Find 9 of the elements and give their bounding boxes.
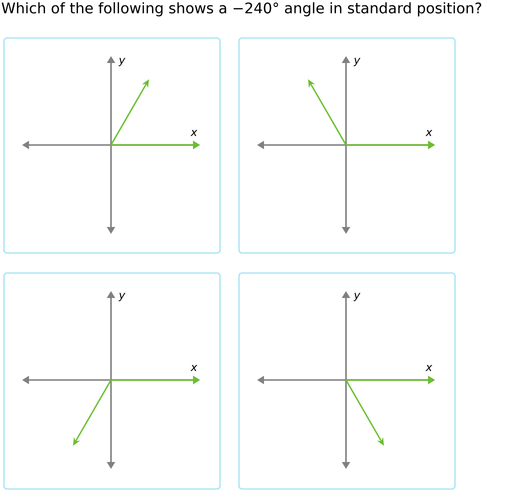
axis-label: y xyxy=(118,58,126,66)
axis-label: x xyxy=(425,130,432,136)
axis-label: y xyxy=(353,292,360,302)
question-text: Which of the following shows a −240° angle in standard position? xyxy=(2,2,482,16)
axis-label: y xyxy=(118,292,126,302)
axis-label: y xyxy=(353,58,360,66)
axis-label: x xyxy=(425,365,432,371)
axis-label: x xyxy=(190,365,198,371)
axis-label: x xyxy=(190,130,198,136)
